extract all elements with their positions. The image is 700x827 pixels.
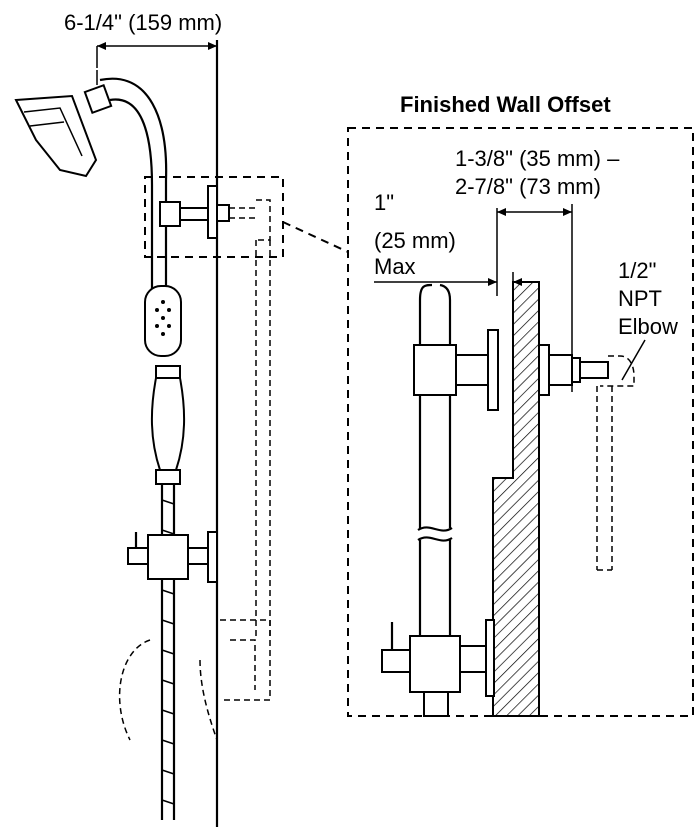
inset-frame	[347, 127, 694, 717]
elbow-line1: 1/2"	[618, 258, 656, 283]
upper-bracket	[159, 185, 271, 640]
shower-head	[14, 83, 113, 178]
callout-leader	[282, 221, 349, 253]
elbow-line3: Elbow	[618, 314, 678, 339]
wall-section	[492, 281, 540, 717]
arm-offset-label: 6-1/4" (159 mm)	[64, 10, 222, 35]
inset-diverter-valve	[381, 619, 495, 717]
elbow-line2: NPT	[618, 286, 662, 311]
max-offset-line3: Max	[374, 254, 416, 279]
hidden-plumbing	[118, 619, 271, 741]
inset-upper-bracket	[413, 329, 635, 571]
diverter-valve	[127, 531, 218, 583]
shower-arm	[99, 77, 168, 300]
slide-bar	[417, 283, 453, 636]
inset-detail: Finished Wall Offset 1-3/8" (35 mm) – 2-…	[347, 92, 694, 717]
spray-nozzles	[155, 300, 171, 336]
overview-assembly: 6-1/4" (159 mm)	[14, 10, 284, 827]
offset-range-line1: 1-3/8" (35 mm) –	[455, 146, 620, 171]
arm-offset-dimension: 6-1/4" (159 mm)	[64, 10, 222, 85]
inset-title: Finished Wall Offset	[400, 92, 611, 117]
offset-range-line2: 2-7/8" (73 mm)	[455, 174, 601, 199]
detail-callout-box	[144, 176, 284, 258]
max-offset-line1: 1"	[374, 190, 394, 215]
hand-shower	[144, 285, 186, 485]
max-offset-line2: (25 mm)	[374, 228, 456, 253]
